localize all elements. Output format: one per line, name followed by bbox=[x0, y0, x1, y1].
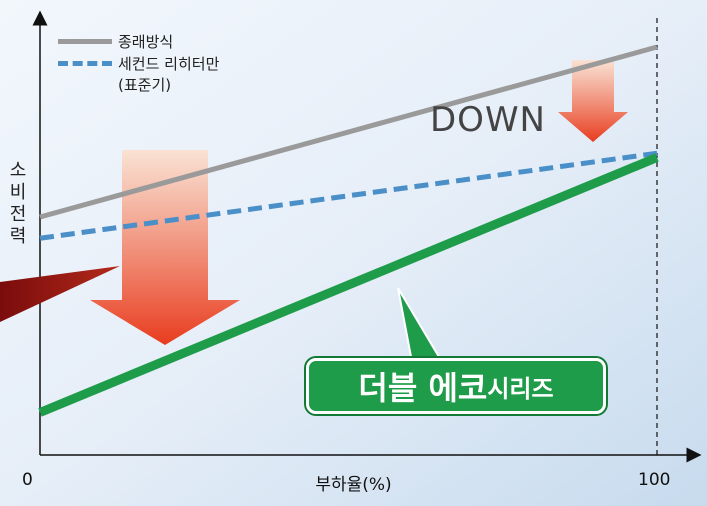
big-down-arrow bbox=[90, 150, 240, 345]
legend-label-second-sub: (표준기) bbox=[118, 76, 172, 94]
left-pointer bbox=[0, 266, 120, 322]
badge-main-text: 더블 에코 bbox=[358, 369, 488, 407]
x-axis-label: 부하율(%) bbox=[315, 475, 392, 495]
x-tick-0: 0 bbox=[22, 470, 33, 490]
legend-swatch-conventional bbox=[58, 38, 112, 44]
legend-label-second: 세컨드 리히터만 bbox=[118, 54, 220, 73]
down-label: DOWN bbox=[430, 100, 546, 140]
legend-label-conventional: 종래방식 bbox=[118, 32, 174, 51]
line-conventional bbox=[39, 44, 658, 220]
legend-item-second: 세컨드 리히터만 bbox=[58, 52, 219, 74]
legend-swatch-second bbox=[58, 60, 112, 66]
small-down-arrow bbox=[558, 60, 628, 142]
series-lines bbox=[38, 44, 659, 417]
y-axis-label: 소비전력 bbox=[9, 160, 27, 247]
x-tick-100: 100 bbox=[638, 470, 671, 490]
axes bbox=[32, 10, 702, 463]
legend-item-conventional: 종래방식 bbox=[58, 30, 219, 52]
line-double-eco bbox=[38, 153, 659, 417]
series-badge: 더블 에코 시리즈 bbox=[306, 358, 606, 414]
legend: 종래방식 세컨드 리히터만 (표준기) bbox=[58, 30, 219, 96]
badge-small-text: 시리즈 bbox=[487, 374, 554, 403]
